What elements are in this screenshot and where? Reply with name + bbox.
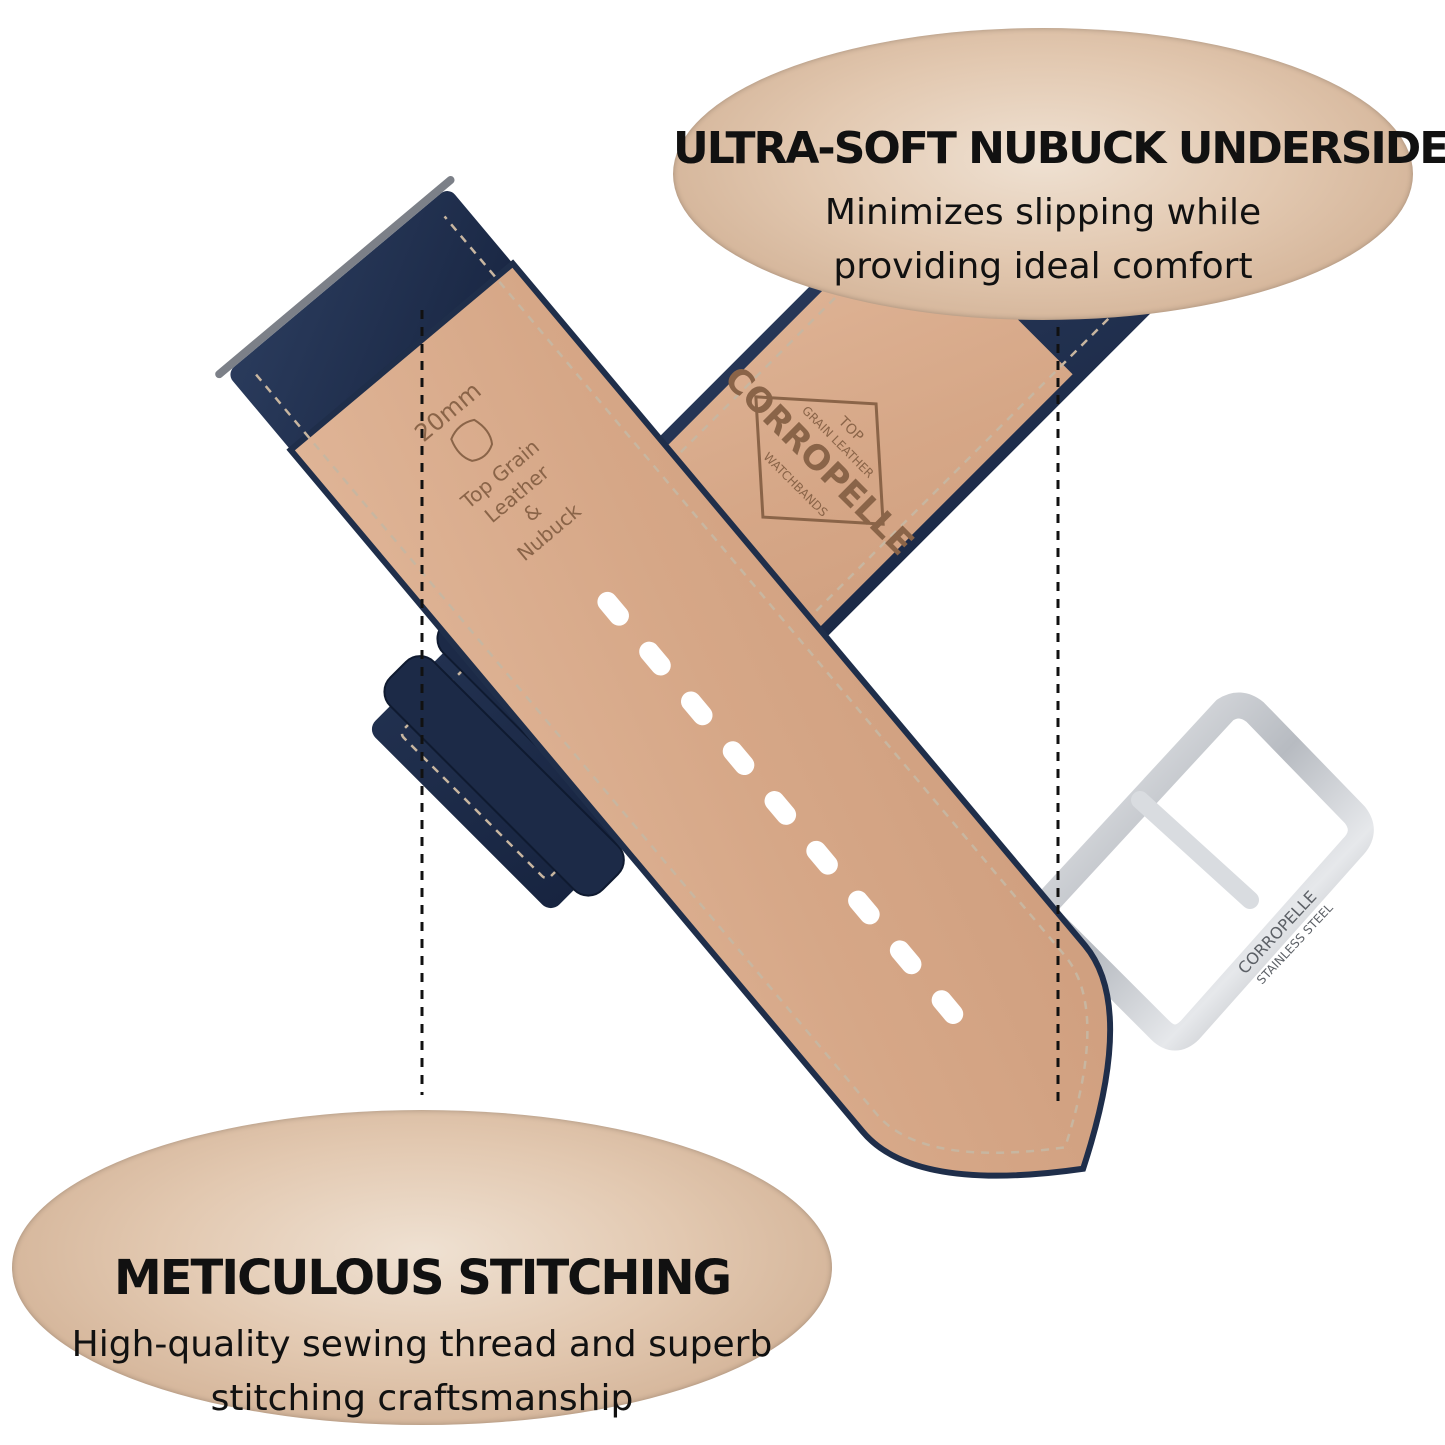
strap-hole bbox=[931, 990, 964, 1025]
keeper-loop-2 bbox=[383, 655, 625, 897]
callout-nubuck-headline: ULTRA-SOFT NUBUCK UNDERSIDE bbox=[673, 123, 1445, 174]
callout-stitching-body: High-quality sewing thread and superb st… bbox=[71, 1324, 773, 1419]
strap-hole bbox=[848, 890, 880, 925]
strap-holes bbox=[597, 591, 964, 1025]
callout-stitching-headline: METICULOUS STITCHING bbox=[113, 1250, 732, 1306]
strap-hole bbox=[889, 940, 922, 975]
strap-hole bbox=[764, 791, 797, 825]
strap-tail-side: 20mm Top Grain Leather & Nubuck bbox=[215, 176, 1114, 1179]
strap-hole bbox=[722, 741, 755, 776]
strap-hole bbox=[597, 591, 629, 626]
callout-stitching: METICULOUS STITCHING High-quality sewing… bbox=[12, 1110, 832, 1425]
callout-nubuck-body: Minimizes slipping while providing ideal… bbox=[824, 192, 1262, 287]
strap-hole bbox=[680, 691, 713, 726]
strap-hole bbox=[806, 840, 838, 875]
buckle-frame bbox=[1032, 692, 1374, 1051]
leather-hide-icon bbox=[450, 418, 494, 462]
buckle-tongue bbox=[1131, 791, 1259, 909]
strap-tail-side-leather bbox=[230, 191, 541, 485]
strap-hole bbox=[639, 641, 671, 676]
spring-bar-tail bbox=[215, 176, 455, 379]
strap-tail-side-stitching bbox=[255, 215, 1089, 1155]
callout-nubuck: ULTRA-SOFT NUBUCK UNDERSIDE Minimizes sl… bbox=[673, 28, 1445, 320]
